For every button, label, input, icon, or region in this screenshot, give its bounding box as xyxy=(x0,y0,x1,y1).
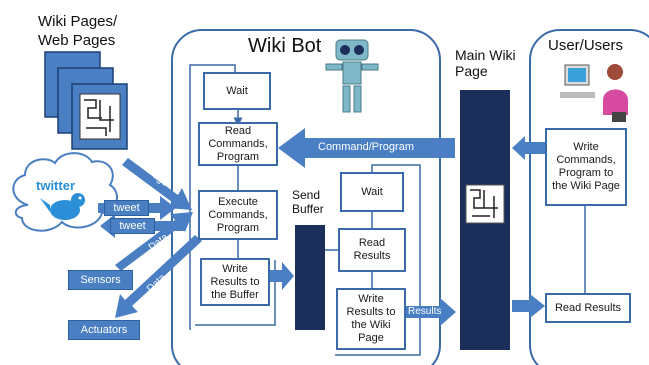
wiki-pages-stack-icon xyxy=(44,51,128,150)
data-out-arrow xyxy=(115,235,202,318)
user-read-results-box: Read Results xyxy=(545,293,631,323)
write-buffer-box: Write Results to the Buffer xyxy=(200,258,270,306)
read-results-box: Read Results xyxy=(338,228,406,272)
bot-wait-box: Wait xyxy=(203,72,271,110)
read-commands-box: Read Commands, Program xyxy=(198,122,278,166)
buffer-wait-box: Wait xyxy=(340,172,404,212)
command-program-arrow xyxy=(278,128,455,168)
user-computer-icon xyxy=(560,64,628,122)
robot-icon xyxy=(325,39,379,113)
twitter-cloud-icon xyxy=(12,152,118,232)
main-wiki-page-title: Main Wiki Page xyxy=(455,47,516,79)
write-commands-box: Write Commands, Program to the Wiki Page xyxy=(545,128,627,206)
tweet-in-tag: tweet xyxy=(104,200,149,216)
send-buffer-bar xyxy=(295,225,325,330)
page-arrow xyxy=(122,158,192,210)
write-wiki-box: Write Results to the Wiki Page xyxy=(336,288,406,350)
execute-commands-box: Execute Commands, Program xyxy=(198,190,278,240)
data-in-arrow xyxy=(115,212,193,271)
twitter-logo: twitter xyxy=(36,178,75,193)
actuators-tag: Actuators xyxy=(68,320,140,340)
tweet-out-tag: tweet xyxy=(110,218,155,234)
wiki-pages-title: Wiki Pages/ Web Pages xyxy=(38,13,118,49)
command-program-label: Command/Program xyxy=(318,141,414,153)
sensors-tag: Sensors xyxy=(68,270,133,290)
wiki-bot-title: Wiki Bot xyxy=(248,35,322,57)
user-title: User/Users xyxy=(548,37,624,54)
results-arrow xyxy=(400,298,456,326)
results-label: Results xyxy=(408,306,442,317)
send-buffer-title: Send Buffer xyxy=(292,188,324,216)
